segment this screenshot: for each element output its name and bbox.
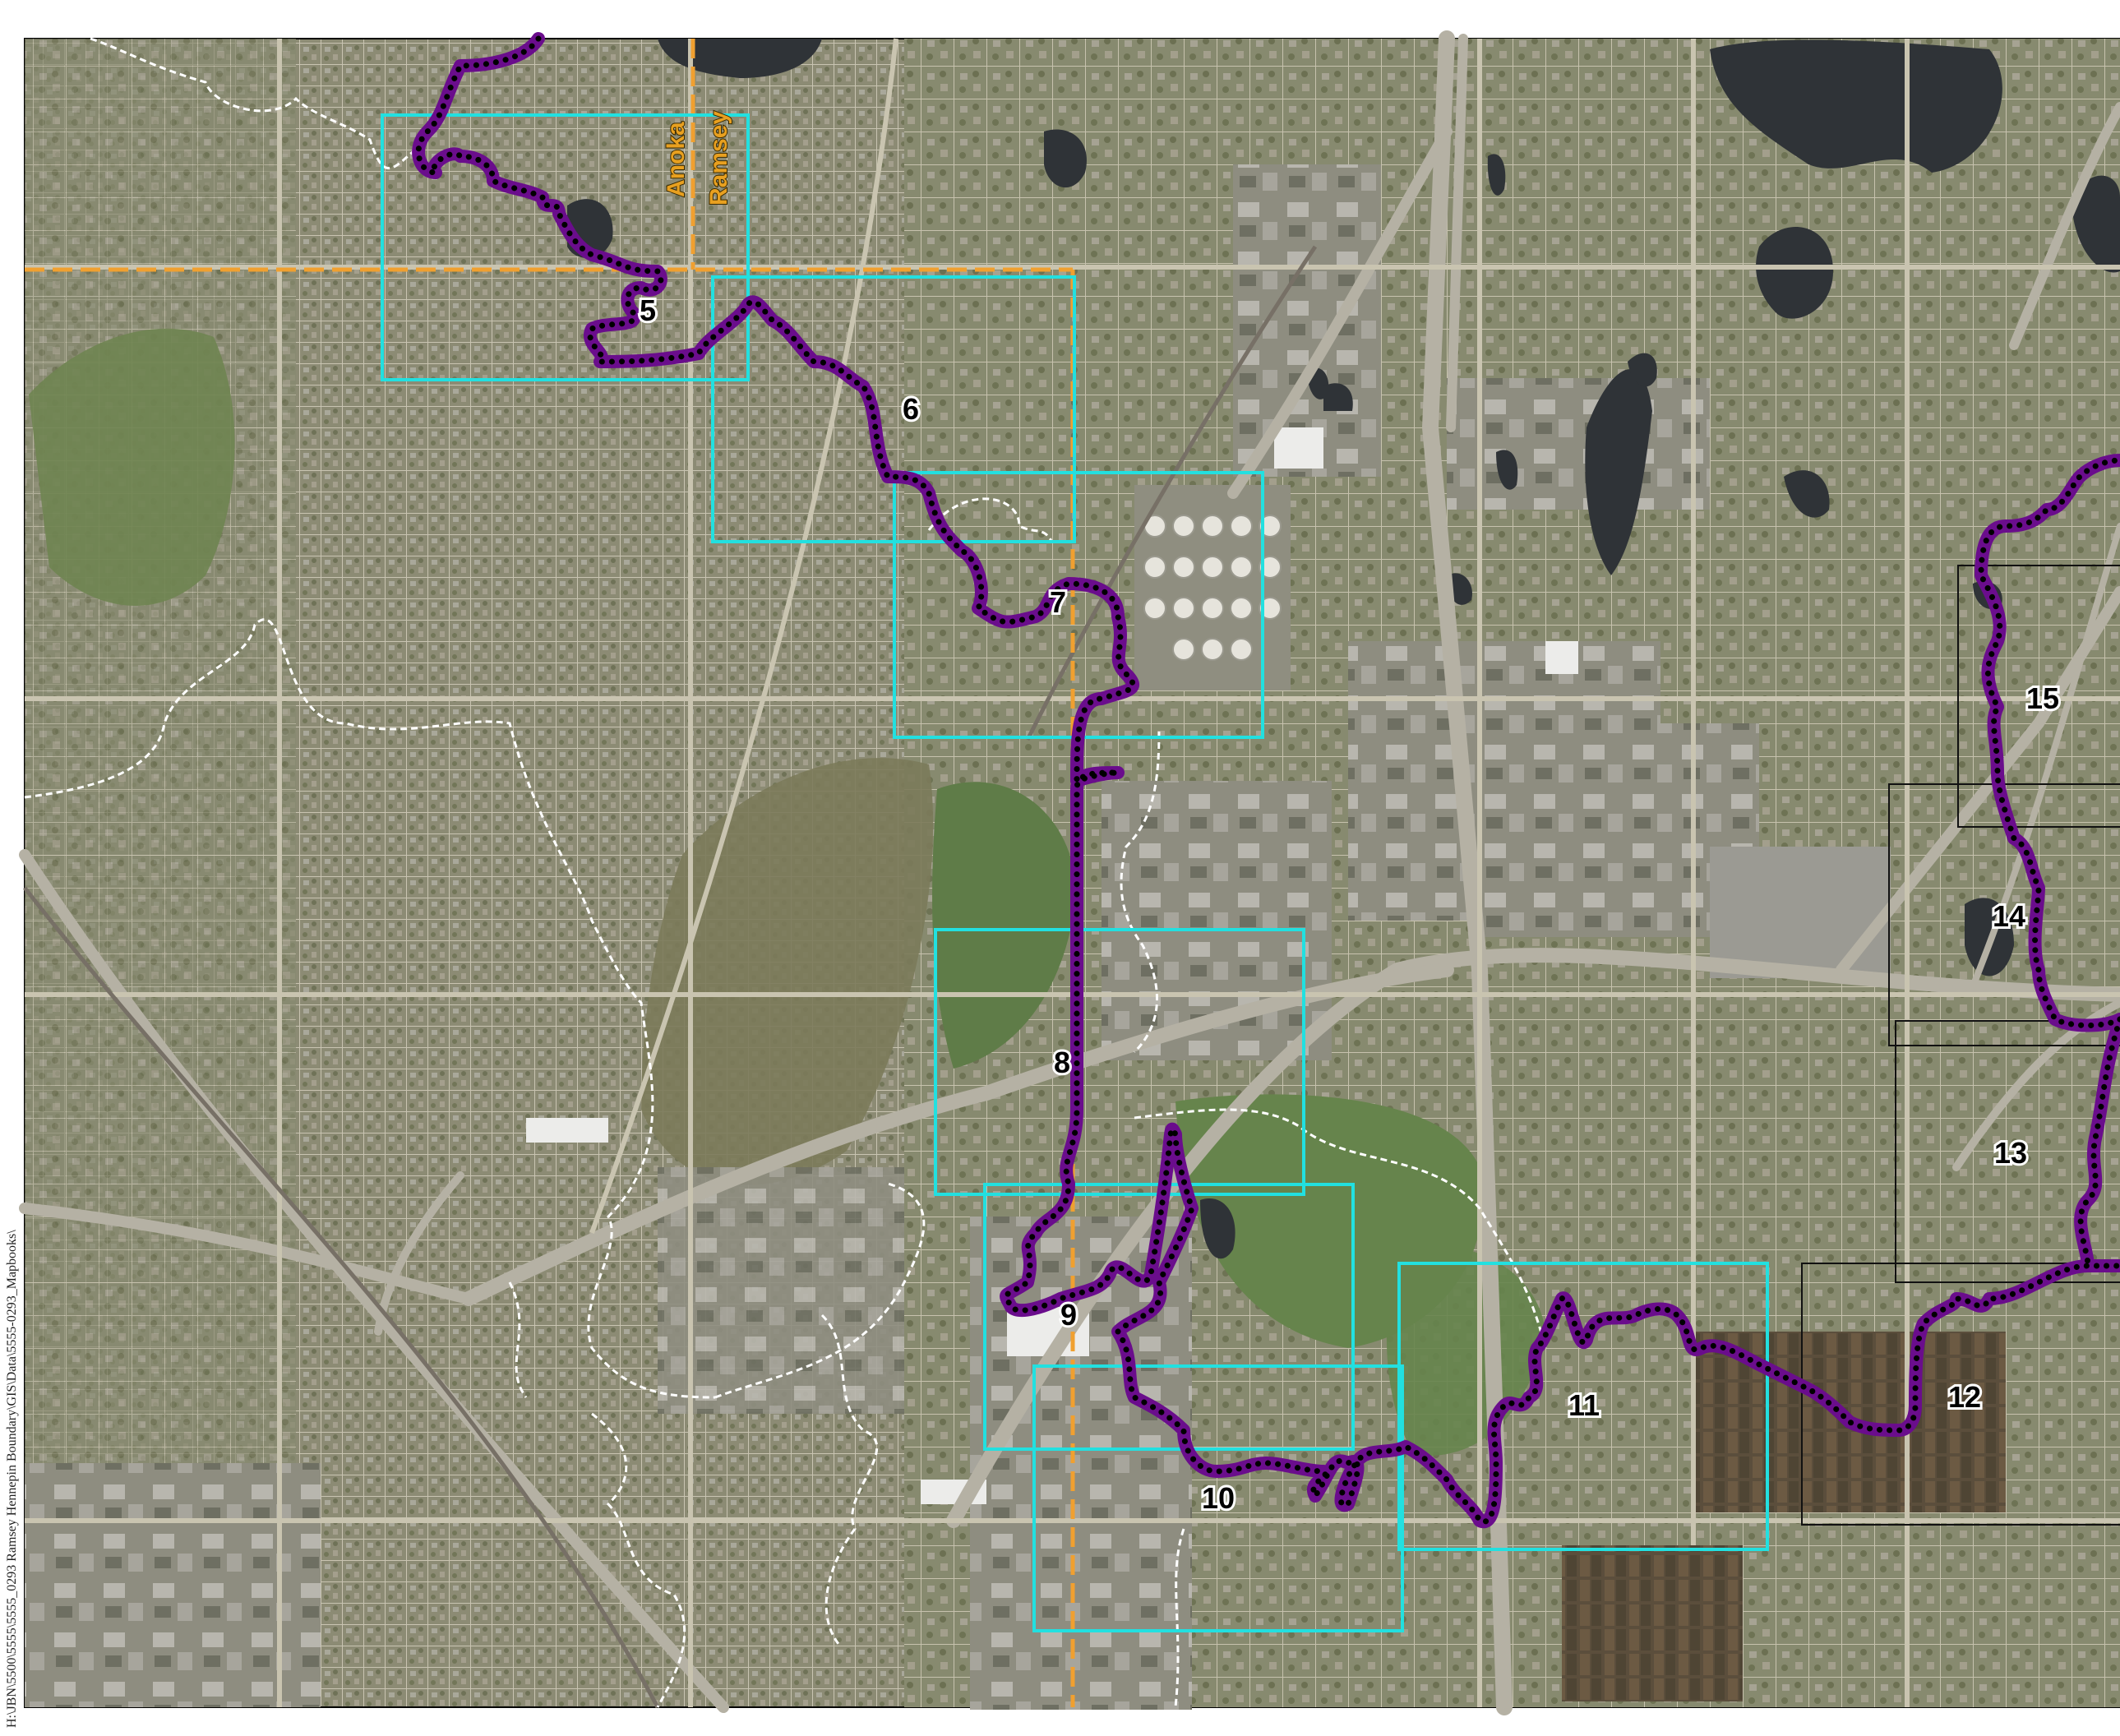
boundary-dots-3 [1978, 457, 2120, 1028]
arterial-roads [25, 38, 2120, 1707]
storage-tanks [1143, 515, 1282, 661]
boundary-dots-2 [2077, 1016, 2120, 1269]
farm-fields-2 [1562, 1545, 1743, 1701]
project-boundary[interactable] [412, 32, 2120, 1529]
industrial-corridor-7 [1447, 378, 1710, 510]
index-frame-10[interactable] [1032, 1364, 1404, 1632]
index-frame-8[interactable] [934, 928, 1305, 1196]
county-label-ramsey: Ramsey [705, 111, 732, 205]
index-frame-12[interactable] [1801, 1263, 2120, 1526]
index-label-15: 15 [2026, 681, 2059, 715]
rail-lines [23, 245, 1318, 1709]
white-warehouse-2 [1274, 427, 1323, 469]
index-label-14: 14 [1993, 899, 2025, 933]
boundary-dots-1 [415, 35, 2120, 1525]
industrial-corridor-5 [658, 1167, 904, 1414]
west-neighborhoods [25, 39, 296, 1707]
water-bodies [567, 39, 2120, 1259]
index-label-13: 13 [1994, 1136, 2027, 1170]
index-label-6: 6 [903, 392, 919, 426]
shopping-mall [1710, 847, 1891, 978]
index-label-7: 7 [1050, 585, 1066, 619]
index-labels: 5 6 7 8 9 10 11 12 13 14 15 [637, 291, 2062, 1517]
county-label-anoka: Anoka [663, 122, 690, 197]
index-label-5: 5 [640, 293, 656, 327]
white-warehouse-3 [1545, 641, 1578, 674]
white-warehouse-5 [526, 1118, 608, 1143]
industrial-corridor-4 [1233, 164, 1381, 477]
index-frame-15[interactable] [1957, 565, 2120, 828]
index-frame-13[interactable] [1895, 1020, 2120, 1283]
downtown [25, 1463, 321, 1707]
index-frame-14[interactable] [1888, 783, 2120, 1046]
index-frame-5[interactable] [381, 113, 750, 381]
index-frames [381, 113, 2120, 1632]
west-golf-course [29, 328, 235, 607]
index-label-9: 9 [1060, 1298, 1077, 1332]
index-label-12: 12 [1948, 1380, 1981, 1414]
index-label-10: 10 [1202, 1481, 1235, 1515]
index-label-11: 11 [1568, 1388, 1600, 1422]
index-frame-11[interactable] [1397, 1262, 1769, 1551]
index-label-8: 8 [1054, 1046, 1070, 1079]
file-path-note: H:\JBN\5500\5555\5555_0293 Ramsey Hennep… [5, 1230, 19, 1728]
